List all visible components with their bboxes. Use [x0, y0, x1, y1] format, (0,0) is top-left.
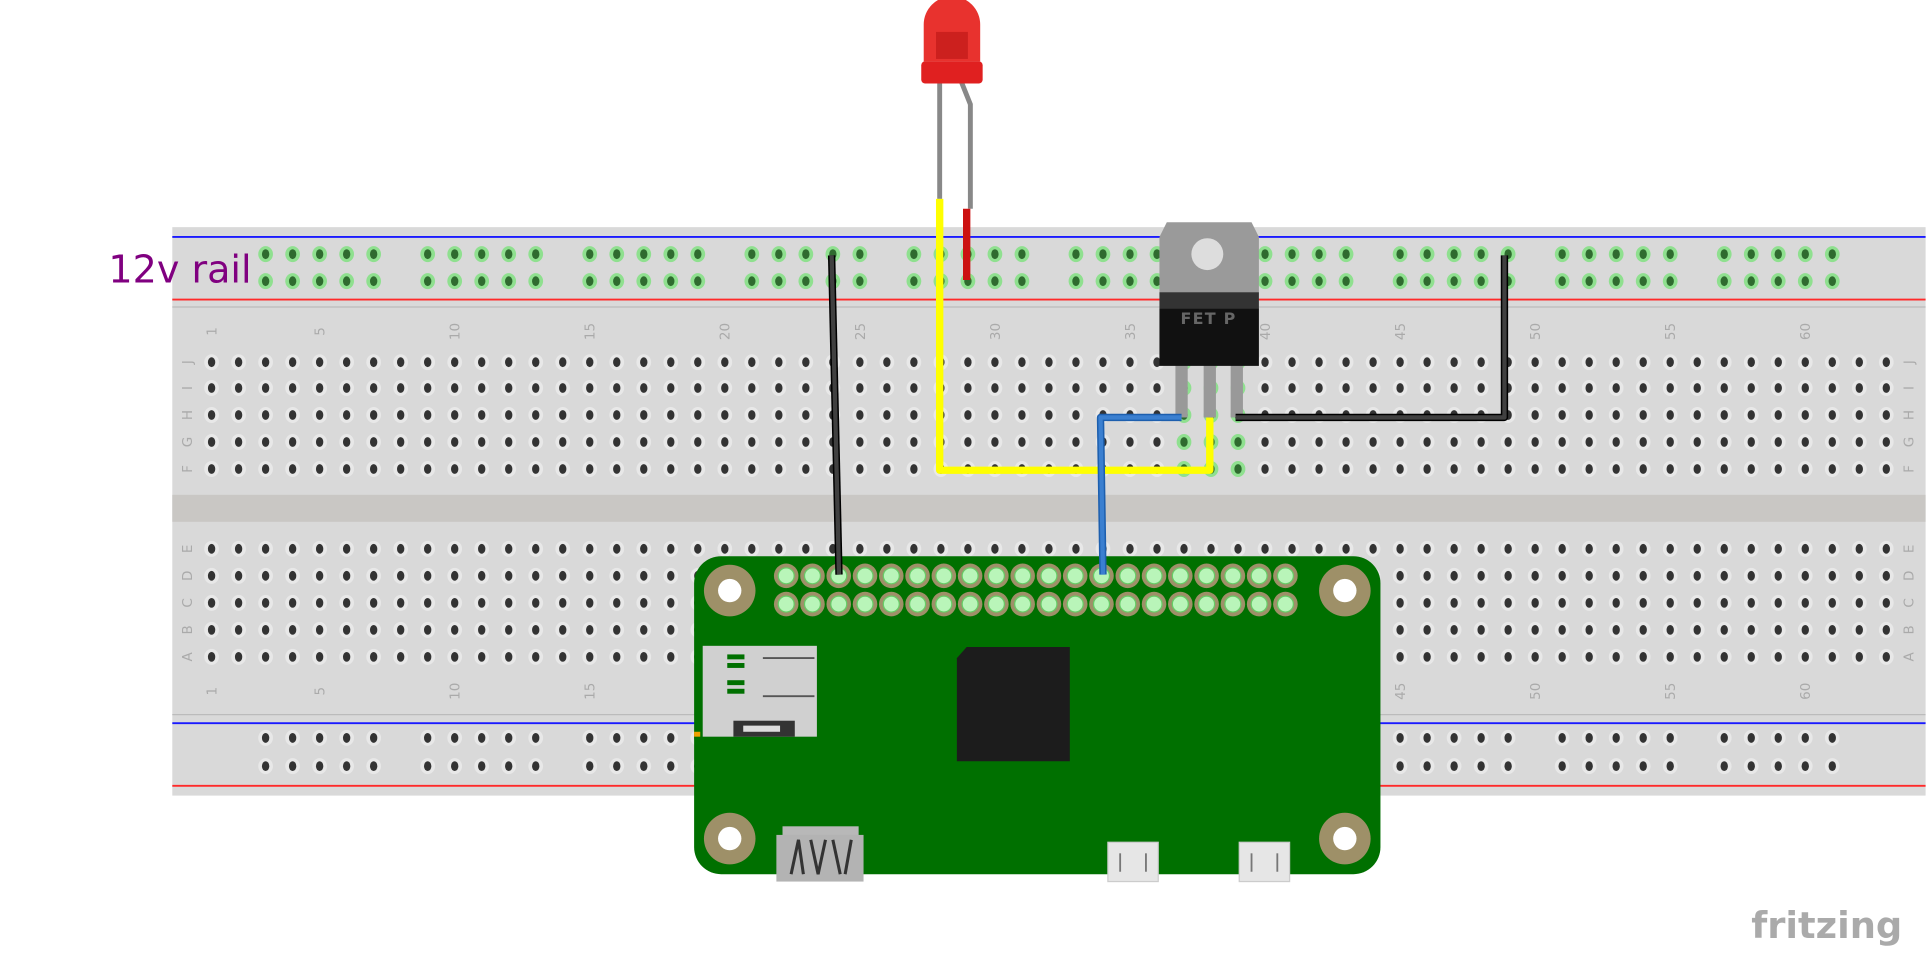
column-number: 45: [1393, 323, 1409, 340]
micro-usb-power-port[interactable]: [1238, 841, 1291, 883]
column-number: 55: [1663, 323, 1679, 340]
raspberry-pi-zero: [694, 556, 1381, 883]
mini-hdmi-port[interactable]: [776, 826, 864, 882]
column-number: 15: [583, 323, 599, 340]
processor-chip: [956, 647, 1070, 762]
column-number: 50: [1528, 683, 1544, 700]
gpio-header[interactable]: [773, 563, 1298, 617]
row-letter: H: [180, 410, 196, 420]
column-number: 55: [1663, 683, 1679, 700]
column-number: 25: [853, 323, 869, 340]
column-number: 1: [204, 687, 220, 696]
column-number: 15: [583, 683, 599, 700]
mounting-holes: [703, 564, 1371, 865]
row-letter: A: [1901, 651, 1917, 661]
row-letter: I: [1901, 386, 1917, 390]
row-letter: B: [180, 625, 196, 634]
fritzing-logo: fritzing: [1751, 904, 1902, 947]
row-letter: I: [180, 386, 196, 390]
column-number: 20: [718, 323, 734, 340]
red-led[interactable]: [921, 0, 983, 209]
row-letter: A: [180, 651, 196, 661]
row-letter: C: [1901, 598, 1917, 607]
row-letter: C: [180, 598, 196, 607]
column-number: 10: [448, 683, 464, 700]
row-letter: E: [1901, 545, 1917, 554]
row-letter: D: [180, 571, 196, 581]
fet-label: FET P: [1181, 309, 1237, 328]
row-letter: D: [1901, 571, 1917, 581]
column-number: 1: [204, 327, 220, 336]
yellow-wire-led-to-fet[interactable]: [935, 198, 1214, 474]
column-number: 35: [1123, 323, 1139, 340]
row-letter: G: [180, 437, 196, 447]
column-number: 10: [448, 323, 464, 340]
row-letter: E: [180, 545, 196, 554]
wires: [827, 198, 1509, 575]
column-number: 40: [1258, 323, 1274, 340]
rail-annotation: 12v rail: [108, 247, 251, 291]
row-letter: F: [180, 465, 196, 473]
column-number: 45: [1393, 683, 1409, 700]
column-number: 60: [1798, 323, 1814, 340]
column-number: 30: [988, 323, 1004, 340]
row-letter: J: [180, 360, 196, 365]
sd-card-slot[interactable]: [694, 645, 817, 737]
column-number: 50: [1528, 323, 1544, 340]
row-letter: F: [1901, 465, 1917, 473]
column-number: 5: [313, 687, 329, 696]
row-letter: G: [1901, 437, 1917, 447]
row-letter: B: [1901, 625, 1917, 634]
row-letter: H: [1901, 410, 1917, 420]
p-channel-fet[interactable]: FET P: [1159, 222, 1259, 418]
column-number: 5: [313, 327, 329, 336]
micro-usb-port[interactable]: [1107, 841, 1159, 883]
row-letter: J: [1901, 360, 1917, 365]
column-number: 60: [1798, 683, 1814, 700]
